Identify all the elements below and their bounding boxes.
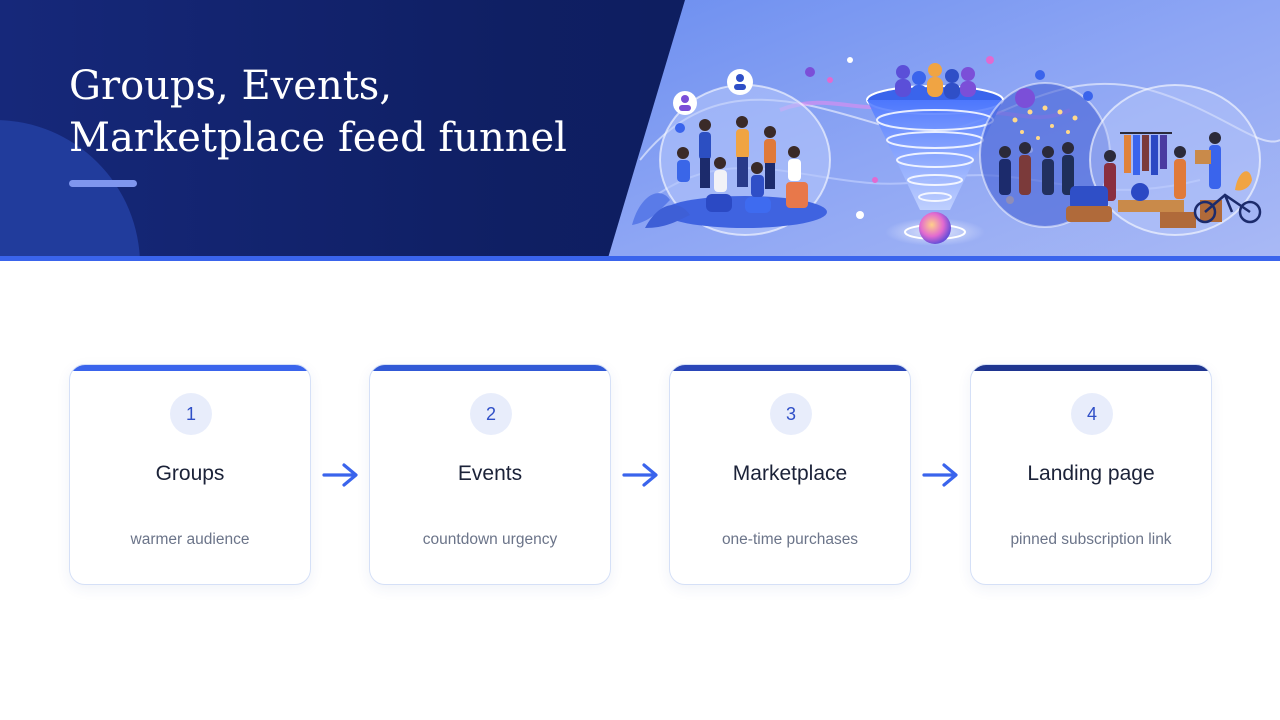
step-card-marketplace: 3 Marketplace one-time purchases (669, 364, 911, 585)
step-number: 3 (770, 393, 812, 435)
step-card-topbar (70, 365, 310, 371)
page-title: Groups, Events, Marketplace feed funnel (69, 60, 629, 164)
step-card-topbar (971, 365, 1211, 371)
step-card-topbar (370, 365, 610, 371)
step-number: 1 (170, 393, 212, 435)
step-subtitle: warmer audience (130, 531, 250, 548)
step-subtitle: one-time purchases (721, 531, 859, 548)
arrow-right-icon (622, 463, 658, 487)
arrow-right-icon (922, 463, 958, 487)
step-title: Landing page (1027, 462, 1155, 485)
step-title: Groups (155, 462, 225, 485)
step-card-landing-page: 4 Landing page pinned subscription link (970, 364, 1212, 585)
title-underline (69, 180, 137, 187)
step-card-topbar (670, 365, 910, 371)
step-subtitle: pinned subscription link (1010, 531, 1172, 548)
step-number: 4 (1071, 393, 1113, 435)
header-banner: Groups, Events, Marketplace feed funnel (0, 0, 1280, 258)
header-accent-bar (0, 256, 1280, 261)
community-funnel-illustration (608, 0, 1280, 258)
step-card-events: 2 Events countdown urgency (369, 364, 611, 585)
title-line-1: Groups, Events, (69, 63, 393, 109)
arrow-right-icon (322, 463, 358, 487)
title-line-2: Marketplace feed funnel (69, 115, 567, 161)
step-title: Marketplace (732, 462, 848, 485)
step-title: Events (457, 462, 523, 485)
step-card-groups: 1 Groups warmer audience (69, 364, 311, 585)
step-subtitle: countdown urgency (422, 531, 558, 548)
step-number: 2 (470, 393, 512, 435)
